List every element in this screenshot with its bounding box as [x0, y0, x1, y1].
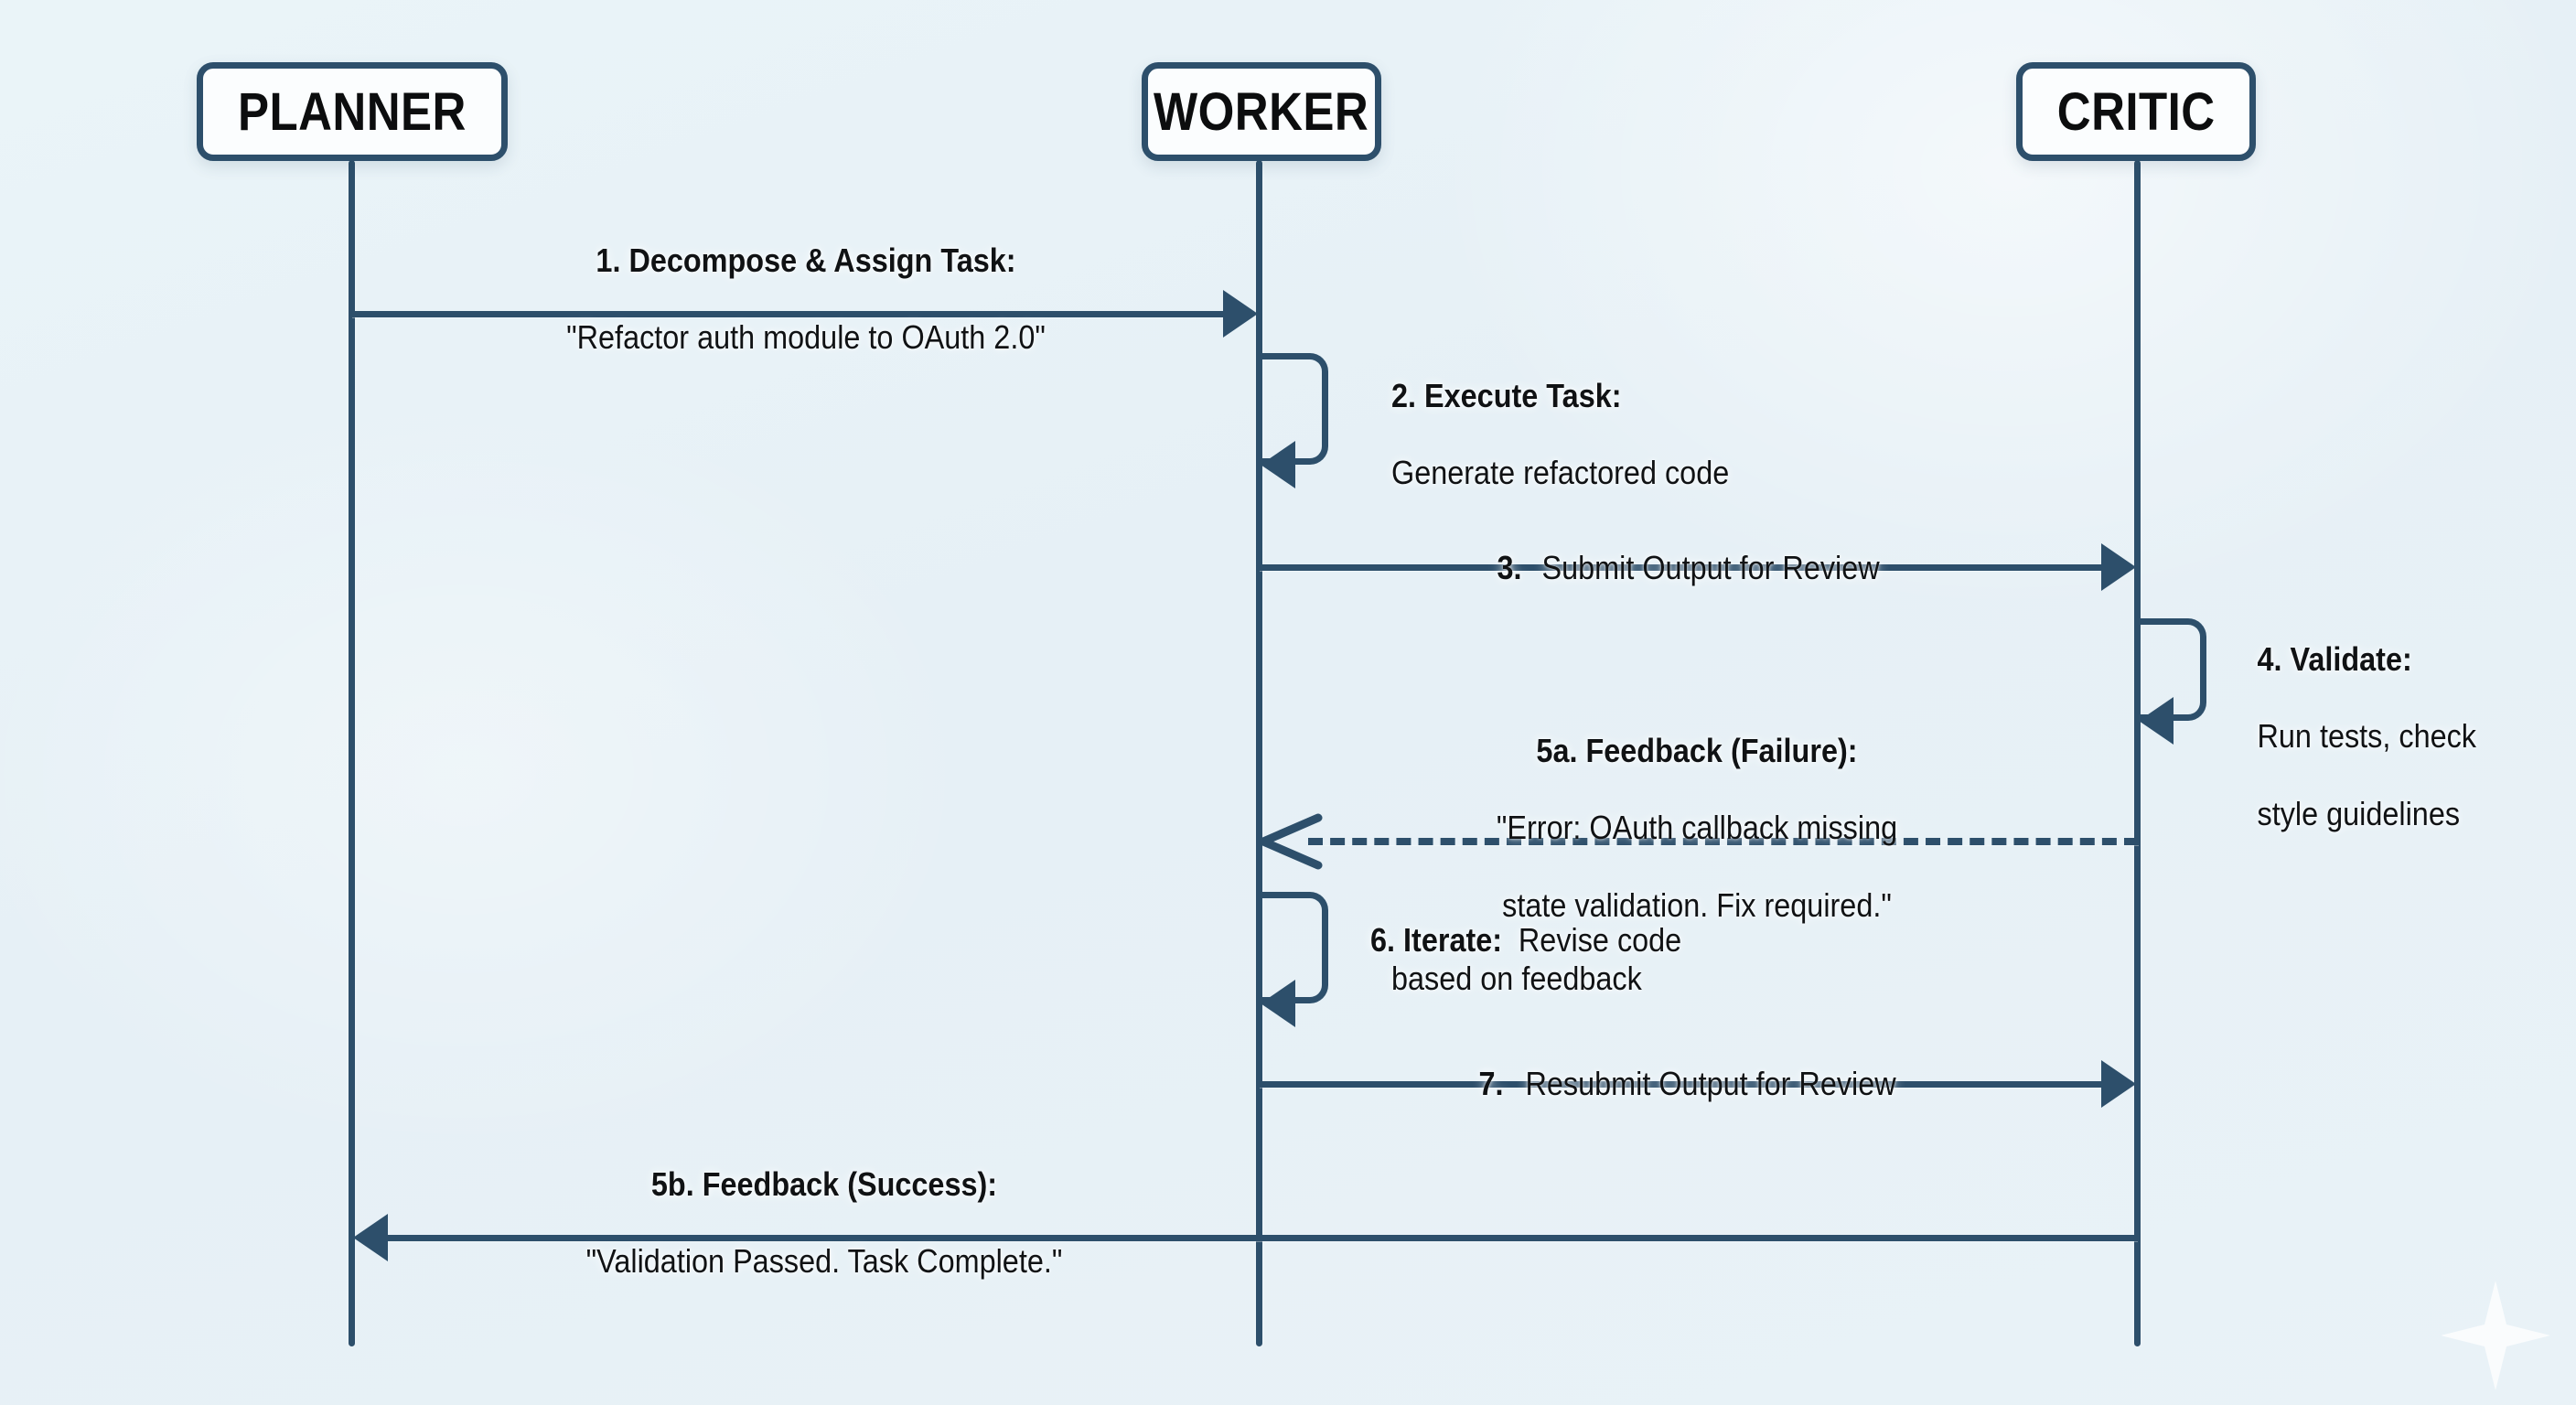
message-title-5a: 5a. Feedback (Failure): [1536, 732, 1858, 770]
message-line-3 [1260, 564, 2101, 571]
actor-box-critic[interactable]: CRITIC [2016, 62, 2256, 161]
message-detail-1: "Refactor auth module to OAuth 2.0" [566, 318, 1046, 357]
self-message-arrowhead-2 [1261, 441, 1295, 488]
message-label-1: 1. Decompose & Assign Task: "Refactor au… [449, 203, 1163, 396]
actor-label-worker: WORKER [1154, 81, 1369, 142]
lifeline-worker [1256, 160, 1262, 1346]
message-arrowhead-5b [353, 1214, 388, 1261]
sparkle-decoration [2441, 1281, 2550, 1390]
actor-label-critic: CRITIC [2056, 81, 2216, 142]
message-arrowhead-3 [2101, 543, 2136, 591]
message-arrowhead-1 [1223, 290, 1258, 338]
message-label-7: 7. Resubmit Output for Review [1349, 1026, 2045, 1103]
message-detail-4-line2: style guidelines [2257, 794, 2461, 832]
message-arrowhead-7 [2101, 1060, 2136, 1108]
message-line-7 [1260, 1081, 2101, 1088]
self-message-arrowhead-4 [2139, 697, 2174, 745]
message-label-4: 4. Validate: Run tests, check style guid… [2241, 602, 2561, 872]
message-title-2: 2. Execute Task: [1391, 377, 1622, 415]
message-title-6: 6. Iterate: [1370, 921, 1503, 960]
message-line-5b [388, 1235, 2138, 1241]
message-label-2: 2. Execute Task: Generate refactored cod… [1363, 338, 1930, 531]
message-detail-5a-line2: state validation. Fix required." [1502, 885, 1892, 924]
message-detail-6-line2: based on feedback [1391, 960, 1642, 998]
message-detail-2: Generate refactored code [1391, 454, 1730, 492]
message-detail-5b: "Validation Passed. Task Complete." [585, 1242, 1063, 1281]
message-number-7: 7. [1478, 1065, 1504, 1103]
message-detail-5a-line1: "Error: OAuth callback missing [1496, 809, 1898, 847]
message-title-5b: 5b. Feedback (Success): [650, 1165, 998, 1204]
lifeline-critic [2134, 160, 2141, 1346]
message-title-4: 4. Validate: [2257, 640, 2412, 679]
message-detail-7: Resubmit Output for Review [1525, 1065, 1896, 1103]
actor-label-planner: PLANNER [238, 81, 467, 142]
message-line-5a [1308, 838, 2139, 845]
lifeline-planner [349, 160, 355, 1346]
message-label-6: 6. Iterate: Revise code based on feedbac… [1363, 883, 1930, 1036]
message-detail-3: Submit Output for Review [1541, 549, 1880, 587]
self-message-arrowhead-6 [1261, 980, 1295, 1027]
message-detail-6-line1: Revise code [1518, 921, 1682, 960]
message-title-1: 1. Decompose & Assign Task: [596, 241, 1016, 280]
actor-box-worker[interactable]: WORKER [1142, 62, 1381, 161]
message-number-3: 3. [1497, 549, 1522, 587]
message-line-1 [352, 311, 1223, 317]
message-label-5b: 5b. Feedback (Success): "Validation Pass… [431, 1127, 1218, 1320]
message-label-5a: 5a. Feedback (Failure): "Error: OAuth ca… [1349, 693, 2045, 963]
message-detail-4-line1: Run tests, check [2257, 717, 2477, 756]
actor-box-planner[interactable]: PLANNER [197, 62, 508, 161]
message-label-3: 3. Submit Output for Review [1349, 510, 2045, 587]
message-arrowhead-5a [1259, 813, 1323, 870]
